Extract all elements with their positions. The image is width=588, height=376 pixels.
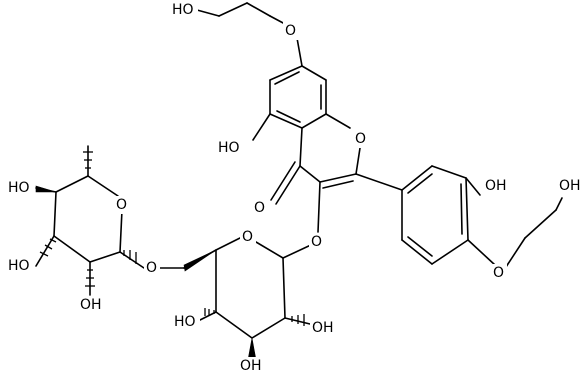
label-ho-rha-2: HO	[8, 180, 30, 196]
label-ho-5: HO	[218, 140, 240, 156]
label-oh-rha-4: OH	[80, 297, 102, 313]
bond	[269, 113, 303, 129]
bond	[555, 197, 563, 211]
bond	[301, 113, 327, 129]
label-oh-chain-right: OH	[559, 178, 581, 194]
bond	[269, 65, 303, 81]
bond	[215, 237, 241, 251]
bond	[55, 175, 89, 193]
bond	[282, 257, 286, 319]
bond	[218, 2, 248, 17]
bond	[524, 209, 557, 239]
bond	[407, 173, 433, 194]
label-o-ring-rha: O	[116, 197, 127, 213]
bond	[87, 175, 119, 197]
bond	[270, 161, 296, 201]
bond	[460, 183, 463, 235]
bond	[296, 37, 303, 67]
solid-wedges	[35, 185, 257, 361]
label-o-link-6: O	[146, 260, 157, 276]
bond	[275, 165, 301, 205]
bonds	[35, 2, 563, 339]
bond	[299, 127, 303, 167]
label-ho-top: HO	[172, 2, 194, 18]
bond	[246, 2, 271, 17]
hash	[44, 244, 53, 250]
bond	[355, 173, 403, 191]
bond	[299, 165, 321, 183]
bond	[252, 113, 271, 141]
bond	[319, 173, 357, 183]
wedge	[183, 249, 217, 272]
bond	[199, 311, 217, 321]
bond	[401, 239, 433, 265]
bond	[35, 235, 55, 267]
label-ho-glc-4: HO	[174, 314, 196, 330]
hash	[49, 238, 57, 243]
hashed-wedges	[39, 151, 305, 326]
label-o-glyco3: O	[311, 234, 322, 250]
bond	[251, 317, 286, 339]
label-o-ether-top: O	[285, 23, 296, 39]
bond	[119, 209, 123, 253]
bond	[465, 177, 469, 241]
bond	[215, 311, 253, 339]
bond	[89, 251, 121, 263]
bond	[355, 147, 361, 175]
bond	[431, 165, 467, 179]
label-oh-glc-2: OH	[312, 320, 334, 336]
bond	[269, 15, 286, 25]
wedge	[247, 337, 257, 361]
bond	[282, 243, 314, 259]
bond	[196, 9, 220, 17]
bond	[274, 71, 300, 85]
bond	[431, 239, 469, 265]
bond	[53, 235, 91, 263]
label-oh-glc-3: OH	[240, 358, 262, 374]
bond	[467, 239, 496, 266]
bond	[255, 241, 284, 259]
label-o-ether-4prime: O	[493, 265, 504, 281]
hash	[39, 251, 49, 257]
bond	[325, 113, 351, 129]
atom-labels: HO O HO O O O OH OH O O O O HO HO OH HO	[6, 1, 585, 375]
label-oh-3prime: OH	[485, 178, 507, 194]
label-o-ring: O	[355, 131, 366, 147]
bond	[276, 110, 301, 123]
bond	[407, 236, 433, 257]
bond	[465, 177, 481, 196]
label-o-ring-glc: O	[242, 229, 253, 245]
wedge	[35, 185, 57, 193]
bond	[503, 237, 526, 271]
bond	[301, 65, 327, 81]
label-ho-rha-3: HO	[8, 258, 30, 274]
bond	[317, 181, 321, 233]
bond	[322, 180, 354, 189]
label-o-keto: O	[254, 200, 265, 216]
bond	[401, 165, 433, 191]
bond	[53, 191, 57, 237]
